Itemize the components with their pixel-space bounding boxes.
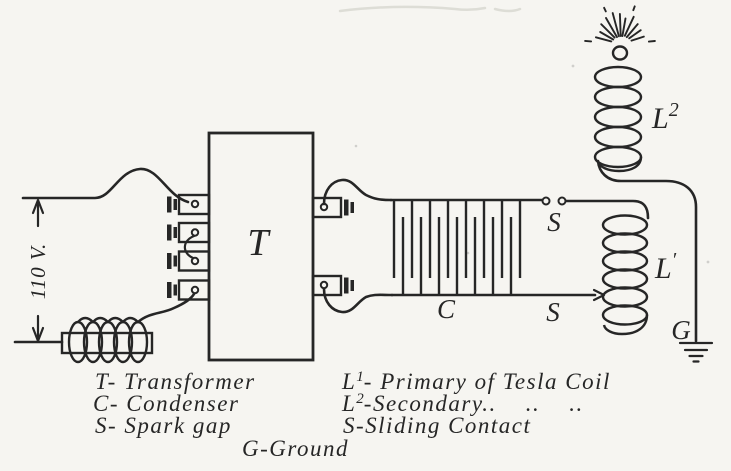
sliding-contact-label: S bbox=[546, 297, 560, 327]
spark-gap-label: S bbox=[547, 207, 561, 237]
legend-transformer: T- Transformer bbox=[95, 369, 256, 394]
secondary-coil-label: L2 bbox=[651, 99, 679, 135]
secondary-coil: L2 bbox=[584, 5, 698, 343]
legend-primary: L1- Primary of Tesla Coil bbox=[341, 369, 611, 394]
terminal-jumper-wire bbox=[183, 234, 196, 260]
choke-coil bbox=[60, 292, 196, 364]
legend-sliding-contact: S-Sliding Contact bbox=[343, 413, 531, 438]
transformer-left-terminals bbox=[167, 193, 211, 301]
terminal-post bbox=[311, 196, 354, 219]
ground-symbol: G bbox=[671, 315, 714, 363]
terminal-post bbox=[311, 274, 354, 297]
spark-gap: S bbox=[541, 196, 650, 237]
arrowhead-up-icon bbox=[31, 198, 45, 215]
voltage-label: 110 V. bbox=[26, 243, 50, 300]
condenser-plates bbox=[392, 200, 522, 295]
condenser-label: C bbox=[437, 294, 456, 324]
transformer-box bbox=[207, 131, 315, 362]
supply-wires bbox=[13, 167, 190, 344]
legend-secondary: L2-Secondary.. .. .. bbox=[341, 391, 584, 416]
terminal-post bbox=[167, 279, 211, 301]
legend-condenser: C- Condenser bbox=[93, 391, 239, 416]
primary-coil: L′ bbox=[601, 214, 677, 336]
legend-spark-gap: S- Spark gap bbox=[95, 413, 232, 438]
spark-discharge-icon bbox=[584, 5, 656, 43]
ground-label: G bbox=[671, 315, 691, 345]
supply-dimension-arrow: 110 V. bbox=[26, 198, 50, 343]
scan-artifacts bbox=[338, 5, 710, 264]
legend: T- Transformer C- Condenser S- Spark gap… bbox=[93, 369, 611, 461]
transformer: T bbox=[207, 131, 315, 362]
primary-coil-label: L′ bbox=[654, 249, 677, 285]
terminal-post bbox=[167, 221, 211, 244]
transformer-label: T bbox=[247, 222, 271, 264]
secondary-to-ground-wire bbox=[596, 159, 698, 343]
terminal-post bbox=[167, 193, 211, 216]
transformer-right-terminals bbox=[311, 178, 394, 314]
condenser: C bbox=[389, 198, 597, 324]
terminal-post bbox=[167, 250, 211, 272]
legend-ground: G-Ground bbox=[242, 436, 349, 461]
